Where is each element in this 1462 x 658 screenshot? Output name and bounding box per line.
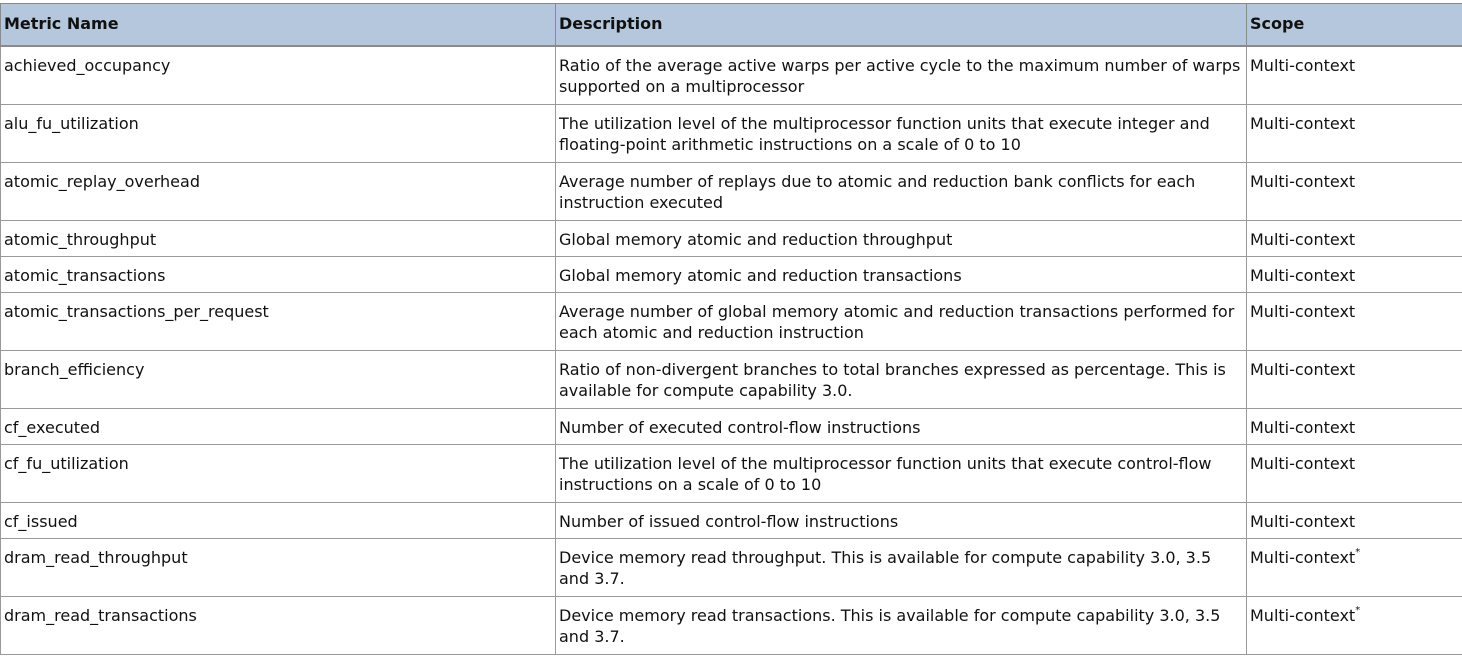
description-cell: The utilization level of the multiproces… bbox=[555, 444, 1247, 503]
metric-name-cell: alu_fu_utilization bbox=[0, 104, 556, 163]
table-row: atomic_throughput Global memory atomic a… bbox=[0, 220, 1462, 257]
scope-footnote-marker: * bbox=[1355, 546, 1361, 558]
metrics-table-body: achieved_occupancy Ratio of the average … bbox=[0, 45, 1462, 655]
scope-text: Multi-context bbox=[1250, 548, 1356, 567]
table-row: atomic_replay_overhead Average number of… bbox=[0, 162, 1462, 221]
table-header-row: Metric Name Description Scope bbox=[0, 3, 1462, 47]
table-row: achieved_occupancy Ratio of the average … bbox=[0, 45, 1462, 105]
metric-name-cell: cf_executed bbox=[0, 408, 556, 445]
header-scope: Scope bbox=[1246, 3, 1462, 47]
metric-name-cell: dram_read_transactions bbox=[0, 596, 556, 655]
scope-cell: Multi-context bbox=[1246, 444, 1462, 503]
header-metric-name: Metric Name bbox=[0, 3, 556, 47]
metrics-table: Metric Name Description Scope achieved_o… bbox=[0, 3, 1462, 655]
scope-text: Multi-context bbox=[1250, 606, 1356, 625]
metric-name-cell: dram_read_throughput bbox=[0, 538, 556, 597]
metric-name-cell: branch_efficiency bbox=[0, 350, 556, 409]
scope-cell: Multi-context bbox=[1246, 502, 1462, 539]
scope-text: Multi-context bbox=[1250, 454, 1356, 473]
scope-text: Multi-context bbox=[1250, 114, 1356, 133]
scope-text: Multi-context bbox=[1250, 302, 1356, 321]
metric-name-cell: atomic_transactions bbox=[0, 256, 556, 293]
scope-cell: Multi-context bbox=[1246, 220, 1462, 257]
metric-name-cell: cf_fu_utilization bbox=[0, 444, 556, 503]
description-cell: Number of executed control-flow instruct… bbox=[555, 408, 1247, 445]
description-cell: Global memory atomic and reduction trans… bbox=[555, 256, 1247, 293]
scope-cell: Multi-context* bbox=[1246, 538, 1462, 597]
description-cell: Device memory read throughput. This is a… bbox=[555, 538, 1247, 597]
metric-name-cell: cf_issued bbox=[0, 502, 556, 539]
scope-text: Multi-context bbox=[1250, 172, 1356, 191]
scope-text: Multi-context bbox=[1250, 512, 1356, 531]
description-cell: Ratio of non-divergent branches to total… bbox=[555, 350, 1247, 409]
table-row: dram_read_throughput Device memory read … bbox=[0, 538, 1462, 597]
scope-footnote-marker: * bbox=[1355, 604, 1361, 616]
scope-cell: Multi-context bbox=[1246, 350, 1462, 409]
description-cell: The utilization level of the multiproces… bbox=[555, 104, 1247, 163]
description-cell: Average number of global memory atomic a… bbox=[555, 292, 1247, 351]
table-row: cf_executed Number of executed control-f… bbox=[0, 408, 1462, 445]
metric-name-cell: achieved_occupancy bbox=[0, 45, 556, 105]
table-row: branch_efficiency Ratio of non-divergent… bbox=[0, 350, 1462, 409]
scope-cell: Multi-context bbox=[1246, 104, 1462, 163]
table-row: alu_fu_utilization The utilization level… bbox=[0, 104, 1462, 163]
metric-name-cell: atomic_throughput bbox=[0, 220, 556, 257]
description-cell: Device memory read transactions. This is… bbox=[555, 596, 1247, 655]
table-row: atomic_transactions Global memory atomic… bbox=[0, 256, 1462, 293]
scope-text: Multi-context bbox=[1250, 230, 1356, 249]
scope-text: Multi-context bbox=[1250, 56, 1356, 75]
scope-cell: Multi-context bbox=[1246, 292, 1462, 351]
scope-text: Multi-context bbox=[1250, 418, 1356, 437]
metrics-page: Metric Name Description Scope achieved_o… bbox=[0, 3, 1462, 655]
metric-name-cell: atomic_transactions_per_request bbox=[0, 292, 556, 351]
scope-cell: Multi-context bbox=[1246, 256, 1462, 293]
description-cell: Global memory atomic and reduction throu… bbox=[555, 220, 1247, 257]
scope-text: Multi-context bbox=[1250, 266, 1356, 285]
scope-cell: Multi-context bbox=[1246, 162, 1462, 221]
header-description: Description bbox=[555, 3, 1247, 47]
description-cell: Ratio of the average active warps per ac… bbox=[555, 45, 1247, 105]
scope-text: Multi-context bbox=[1250, 360, 1356, 379]
metric-name-cell: atomic_replay_overhead bbox=[0, 162, 556, 221]
scope-cell: Multi-context* bbox=[1246, 596, 1462, 655]
table-row: atomic_transactions_per_request Average … bbox=[0, 292, 1462, 351]
scope-cell: Multi-context bbox=[1246, 408, 1462, 445]
table-row: dram_read_transactions Device memory rea… bbox=[0, 596, 1462, 655]
table-row: cf_issued Number of issued control-flow … bbox=[0, 502, 1462, 539]
description-cell: Number of issued control-flow instructio… bbox=[555, 502, 1247, 539]
table-row: cf_fu_utilization The utilization level … bbox=[0, 444, 1462, 503]
scope-cell: Multi-context bbox=[1246, 45, 1462, 105]
description-cell: Average number of replays due to atomic … bbox=[555, 162, 1247, 221]
